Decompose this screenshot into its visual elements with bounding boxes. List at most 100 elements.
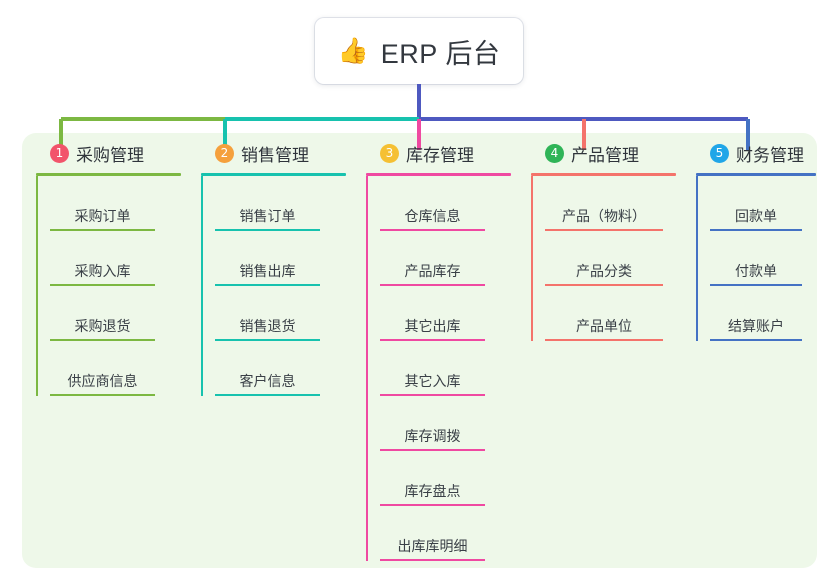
tree-item[interactable]: 其它入库	[380, 341, 485, 396]
tree-item-label: 结算账户	[728, 318, 784, 334]
column-header-1[interactable]: 1 采购管理	[36, 140, 191, 166]
column-rail-2	[201, 176, 203, 396]
tree-item-underline	[380, 229, 485, 231]
tree-item[interactable]: 付款单	[710, 231, 802, 286]
tree-item-underline	[50, 394, 155, 396]
tree-item[interactable]: 客户信息	[215, 341, 320, 396]
tree-item[interactable]: 销售出库	[215, 231, 320, 286]
tree-item-label: 采购入库	[74, 263, 131, 279]
tree-item-label: 付款单	[735, 263, 777, 279]
tree-item-underline	[380, 339, 485, 341]
thumbs-up-icon: 👍	[337, 36, 369, 65]
tree-item[interactable]: 其它出库	[380, 286, 485, 341]
tree-item-label: 其它出库	[404, 318, 461, 334]
column-rule-5	[696, 173, 816, 176]
column-rule-4	[531, 173, 676, 176]
root-node-title: ERP 后台	[380, 38, 501, 69]
tree-item[interactable]: 结算账户	[710, 286, 802, 341]
column-title-4: 产品管理	[571, 145, 639, 165]
tree-item-label: 采购退货	[74, 318, 131, 334]
tree-item-label: 库存盘点	[404, 483, 461, 499]
column-badge-4: 4	[545, 143, 564, 163]
column-4: 4 产品管理产品（物料） 产品分类产品单位	[531, 140, 686, 341]
column-title-3: 库存管理	[406, 145, 474, 165]
tree-item-underline	[545, 229, 663, 231]
tree-item[interactable]: 库存调拨	[380, 396, 485, 451]
tree-item-underline	[710, 284, 802, 286]
tree-item-underline	[380, 284, 485, 286]
column-rule-2	[201, 173, 346, 176]
column-title-1: 采购管理	[76, 145, 144, 165]
column-5: 5 财务管理回款单付款单结算账户	[696, 140, 826, 341]
column-items-3: 仓库信息产品库存其它出库其它入库库存调拨库存盘点出库库明细	[366, 176, 521, 561]
column-rule-1	[36, 173, 181, 176]
column-items-1: 采购订单采购入库采购退货供应商信息	[36, 176, 191, 396]
column-2: 2 销售管理销售订单销售出库销售退货客户信息	[201, 140, 356, 396]
column-items-4: 产品（物料） 产品分类产品单位	[531, 176, 686, 341]
tree-item[interactable]: 采购入库	[50, 231, 155, 286]
tree-item-label: 销售出库	[239, 263, 296, 279]
column-items-5: 回款单付款单结算账户	[696, 176, 826, 341]
column-rail-4	[531, 176, 533, 341]
tree-item[interactable]: 回款单	[710, 176, 802, 231]
column-rail-5	[696, 176, 698, 341]
tree-item-label: 库存调拨	[404, 428, 461, 444]
tree-item-underline	[215, 229, 320, 231]
tree-item[interactable]: 采购订单	[50, 176, 155, 231]
tree-item-underline	[50, 284, 155, 286]
column-badge-3: 3	[380, 143, 399, 163]
column-items-2: 销售订单销售出库销售退货客户信息	[201, 176, 356, 396]
column-header-4[interactable]: 4 产品管理	[531, 140, 686, 166]
tree-item[interactable]: 供应商信息	[50, 341, 155, 396]
tree-item-label: 其它入库	[404, 373, 461, 389]
tree-item[interactable]: 出库库明细	[380, 506, 485, 561]
column-badge-1: 1	[50, 143, 69, 163]
column-badge-2: 2	[215, 143, 234, 163]
tree-item-underline	[380, 559, 485, 561]
tree-item-underline	[710, 339, 802, 341]
tree-item-underline	[50, 339, 155, 341]
tree-item-underline	[380, 394, 485, 396]
tree-item-label: 回款单	[735, 208, 777, 224]
column-rule-3	[366, 173, 511, 176]
column-rail-3	[366, 176, 368, 561]
tree-item-label: 仓库信息	[404, 208, 461, 224]
tree-item-underline	[710, 229, 802, 231]
root-node-card: 👍 ERP 后台	[315, 18, 523, 84]
tree-item[interactable]: 产品单位	[545, 286, 663, 341]
tree-item-label: 产品库存	[404, 263, 461, 279]
tree-item[interactable]: 产品（物料）	[545, 176, 663, 231]
tree-item-label: 采购订单	[74, 208, 131, 224]
column-title-2: 销售管理	[241, 145, 309, 165]
tree-item-underline	[50, 229, 155, 231]
tree-item-label: 销售退货	[239, 318, 296, 334]
tree-item-underline	[215, 394, 320, 396]
tree-item-label: 产品分类	[576, 263, 632, 279]
tree-item[interactable]: 库存盘点	[380, 451, 485, 506]
tree-item-underline	[545, 284, 663, 286]
tree-item-label: 客户信息	[239, 373, 296, 389]
column-badge-5: 5	[710, 143, 729, 163]
tree-item[interactable]: 产品库存	[380, 231, 485, 286]
tree-item-underline	[380, 449, 485, 451]
tree-item-underline	[215, 339, 320, 341]
tree-item-underline	[380, 504, 485, 506]
tree-item-label: 销售订单	[239, 208, 296, 224]
tree-item[interactable]: 仓库信息	[380, 176, 485, 231]
column-3: 3 库存管理仓库信息产品库存其它出库其它入库库存调拨库存盘点出库库明细	[366, 140, 521, 561]
column-header-2[interactable]: 2 销售管理	[201, 140, 356, 166]
diagram-panel	[22, 133, 817, 568]
tree-item-underline	[215, 284, 320, 286]
column-title-5: 财务管理	[736, 145, 804, 165]
column-header-3[interactable]: 3 库存管理	[366, 140, 521, 166]
tree-item[interactable]: 销售订单	[215, 176, 320, 231]
column-rail-1	[36, 176, 38, 396]
column-header-5[interactable]: 5 财务管理	[696, 140, 826, 166]
tree-item-label: 供应商信息	[67, 373, 138, 389]
tree-item-label: 出库库明细	[397, 538, 468, 554]
tree-item[interactable]: 采购退货	[50, 286, 155, 341]
tree-item[interactable]: 产品分类	[545, 231, 663, 286]
column-1: 1 采购管理采购订单采购入库采购退货供应商信息	[36, 140, 191, 396]
tree-item[interactable]: 销售退货	[215, 286, 320, 341]
tree-item-underline	[545, 339, 663, 341]
